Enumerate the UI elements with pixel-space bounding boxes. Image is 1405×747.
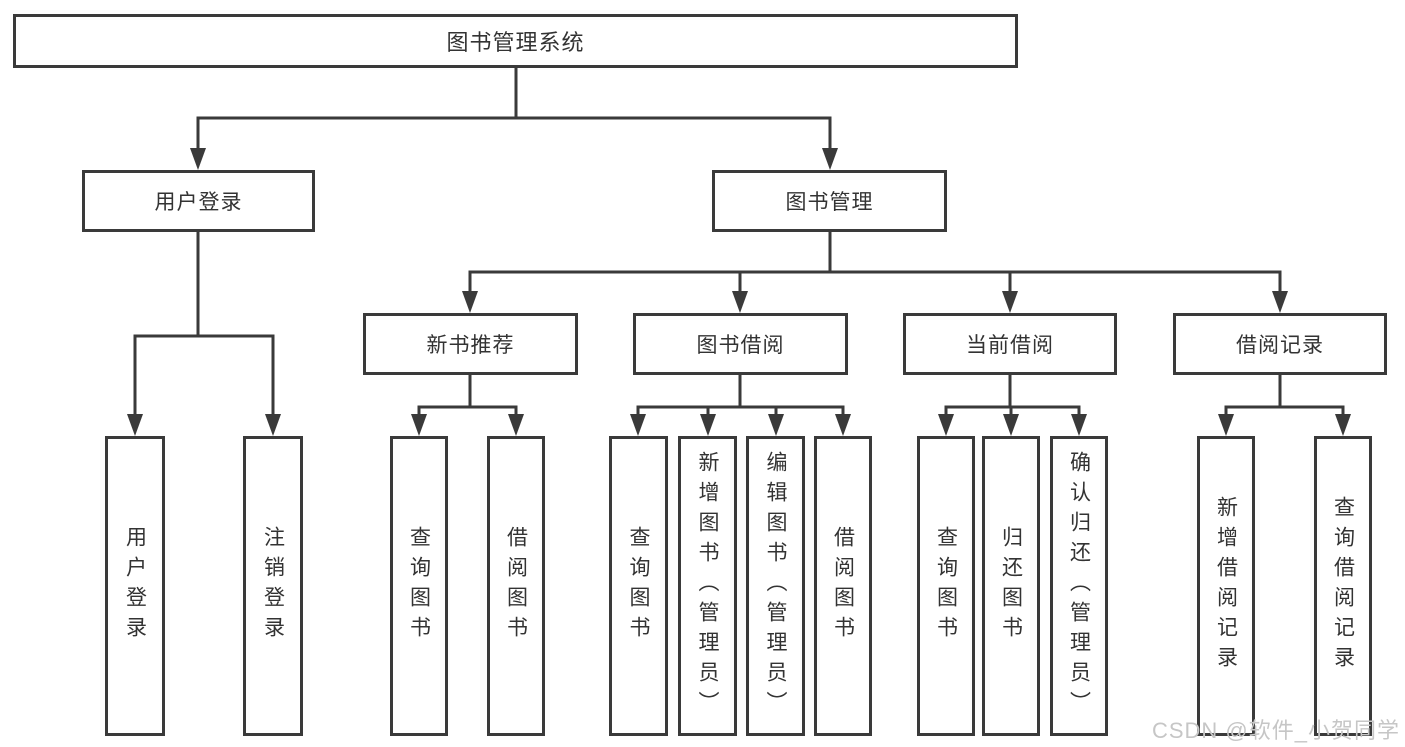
node-current-borrowing: 当前借阅 bbox=[903, 313, 1117, 375]
node-book-borrowing: 图书借阅 bbox=[633, 313, 848, 375]
leaf-query-borrow-record: 查询借阅记录 bbox=[1314, 436, 1372, 736]
leaf-add-books-admin: 新增图书（管理员） bbox=[678, 436, 737, 736]
leaf-edit-books-admin: 编辑图书（管理员） bbox=[746, 436, 805, 736]
leaf-user-login: 用户登录 bbox=[105, 436, 165, 736]
node-root: 图书管理系统 bbox=[13, 14, 1018, 68]
leaf-query-books-current: 查询图书 bbox=[917, 436, 975, 736]
leaf-query-books-recommend: 查询图书 bbox=[390, 436, 448, 736]
node-book-management: 图书管理 bbox=[712, 170, 947, 232]
leaf-add-borrow-record: 新增借阅记录 bbox=[1197, 436, 1255, 736]
leaf-borrow-books-borrowing: 借阅图书 bbox=[814, 436, 872, 736]
leaf-return-books: 归还图书 bbox=[982, 436, 1040, 736]
leaf-query-books-borrowing: 查询图书 bbox=[609, 436, 668, 736]
leaf-borrow-books-recommend: 借阅图书 bbox=[487, 436, 545, 736]
node-new-book-recommend: 新书推荐 bbox=[363, 313, 578, 375]
node-borrowing-records: 借阅记录 bbox=[1173, 313, 1387, 375]
leaf-logout: 注销登录 bbox=[243, 436, 303, 736]
node-user-login: 用户登录 bbox=[82, 170, 315, 232]
leaf-confirm-return-admin: 确认归还（管理员） bbox=[1050, 436, 1108, 736]
